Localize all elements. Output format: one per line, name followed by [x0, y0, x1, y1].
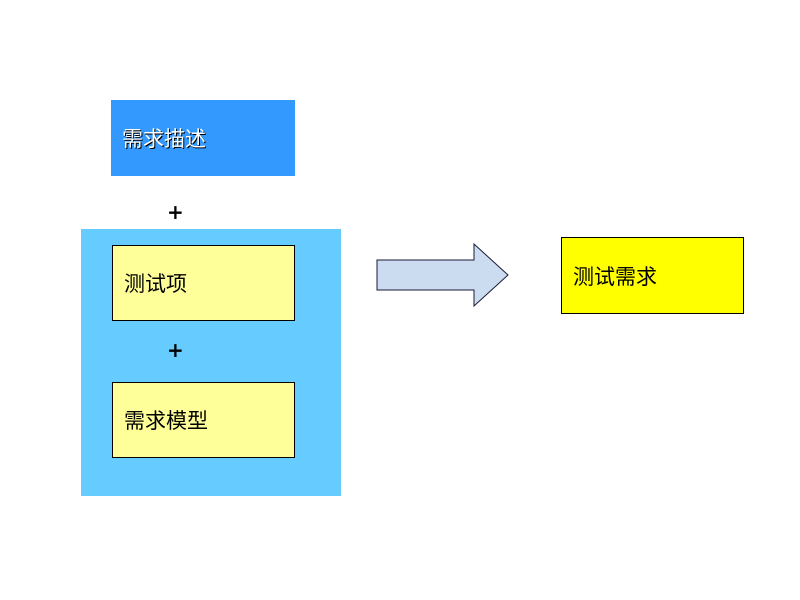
requirement-model-box: 需求模型 [112, 382, 295, 458]
plus-sign-top: + [167, 200, 184, 224]
test-requirement-label: 测试需求 [573, 264, 657, 289]
test-item-label: 测试项 [124, 272, 187, 296]
requirement-model-label: 需求模型 [124, 409, 208, 433]
requirement-description-label: 需求描述 [122, 127, 206, 151]
test-requirement-box: 测试需求 [561, 237, 744, 314]
plus-sign-middle: + [167, 338, 184, 362]
test-item-box: 测试项 [112, 245, 295, 321]
requirement-description-box: 需求描述 [111, 100, 295, 176]
right-arrow-icon [376, 243, 509, 307]
